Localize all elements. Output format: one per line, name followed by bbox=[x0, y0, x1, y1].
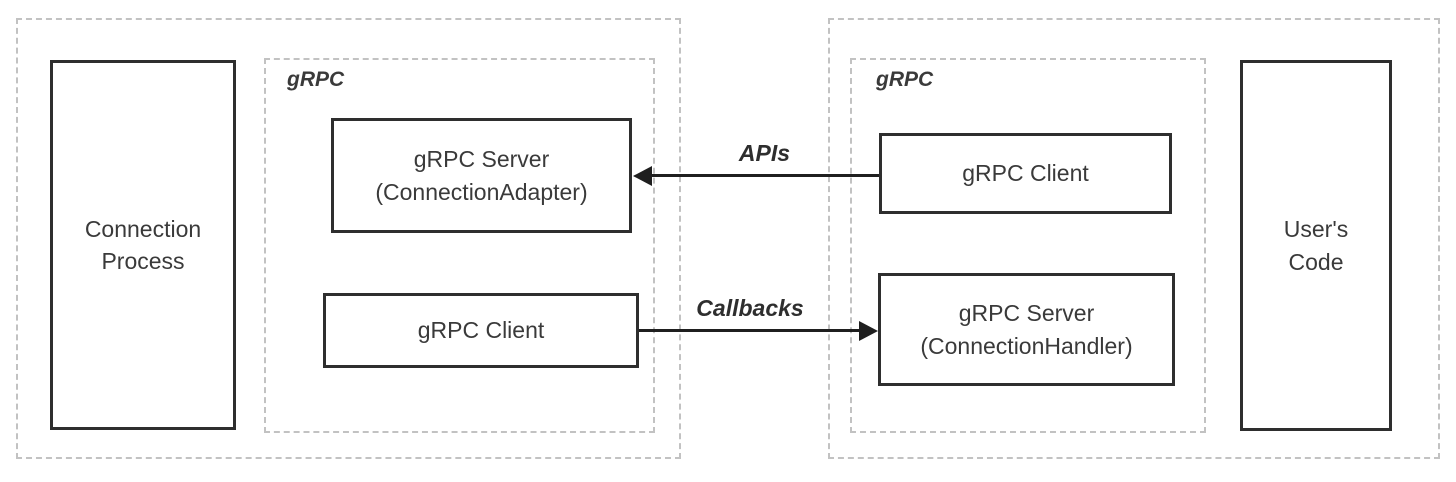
right-grpc-client-label: gRPC Client bbox=[962, 160, 1089, 187]
callbacks-arrow-label: Callbacks bbox=[696, 295, 804, 321]
callbacks-arrow-line bbox=[639, 329, 860, 332]
callbacks-arrowhead-right-icon bbox=[859, 321, 878, 341]
grpc-server-adapter-box: gRPC Server (ConnectionAdapter) bbox=[331, 118, 632, 233]
right-grpc-group-label: gRPC bbox=[876, 68, 934, 91]
left-process-group bbox=[16, 18, 681, 459]
users-code-box: User's Code bbox=[1240, 60, 1392, 431]
users-code-label: User's Code bbox=[1283, 216, 1349, 275]
grpc-server-handler-box: gRPC Server (ConnectionHandler) bbox=[878, 273, 1175, 386]
grpc-server-adapter-label: gRPC Server (ConnectionAdapter) bbox=[375, 146, 588, 205]
left-grpc-group bbox=[264, 58, 655, 433]
apis-arrow-line bbox=[651, 174, 879, 177]
left-grpc-group-label: gRPC bbox=[287, 68, 345, 91]
right-grpc-group bbox=[850, 58, 1206, 433]
left-grpc-client-label: gRPC Client bbox=[417, 317, 545, 344]
apis-arrow-label: APIs bbox=[738, 140, 791, 166]
right-grpc-client-box: gRPC Client bbox=[879, 133, 1172, 214]
right-process-group bbox=[828, 18, 1440, 459]
grpc-server-handler-label: gRPC Server (ConnectionHandler) bbox=[920, 300, 1133, 359]
connection-process-label: Connection Process bbox=[84, 215, 202, 274]
connection-process-box: Connection Process bbox=[50, 60, 236, 430]
left-grpc-client-box: gRPC Client bbox=[323, 293, 639, 368]
apis-arrowhead-left-icon bbox=[633, 166, 652, 186]
